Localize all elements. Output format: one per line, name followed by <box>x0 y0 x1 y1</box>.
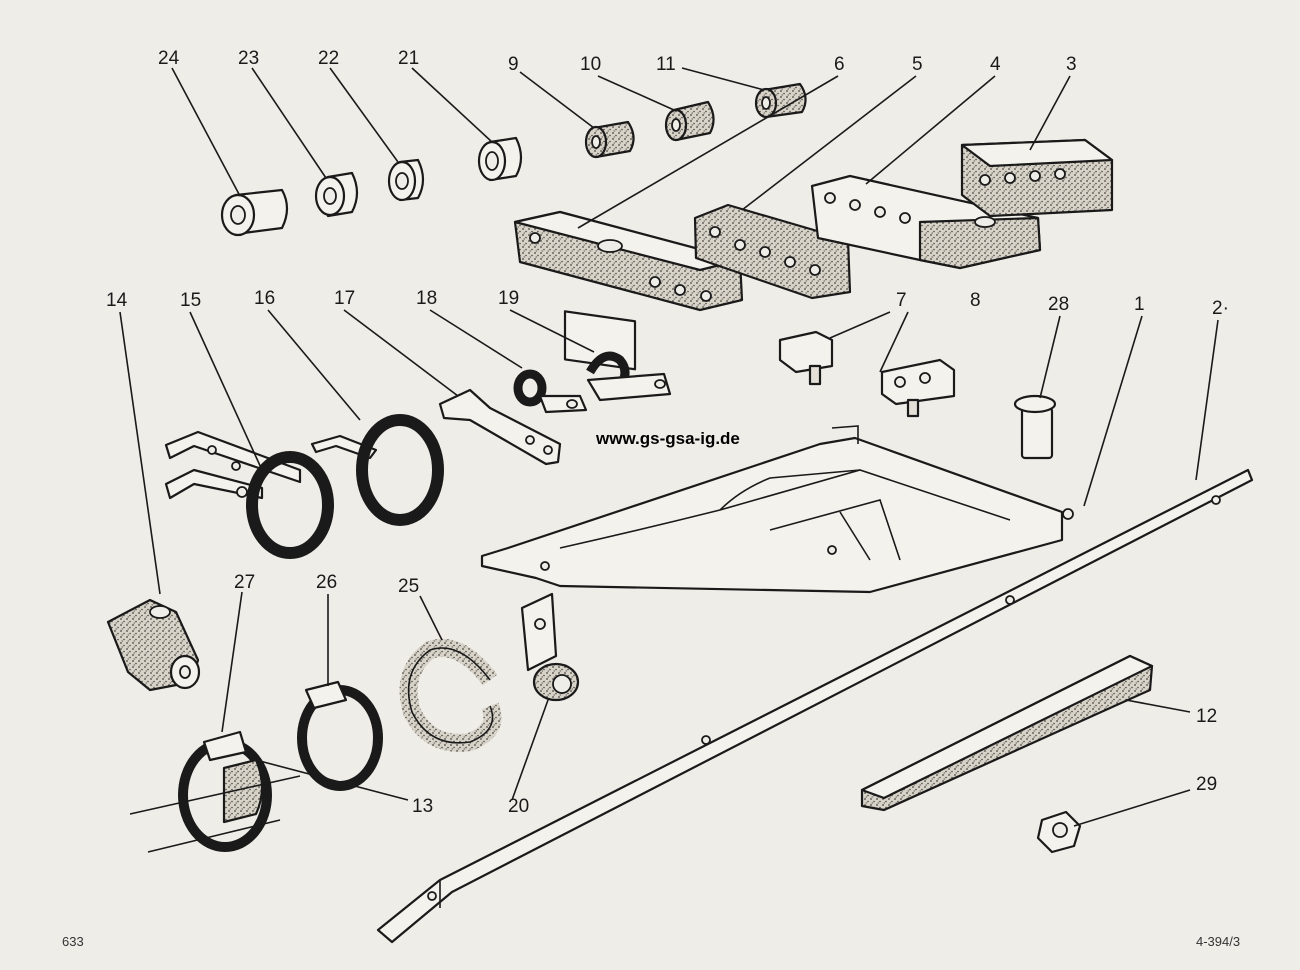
spacer-21-icon <box>477 136 523 182</box>
label-part-7: 7 <box>896 290 907 311</box>
label-part-14: 14 <box>106 290 128 311</box>
label-part-5: 5 <box>912 54 923 75</box>
spacer-22-icon <box>387 158 425 202</box>
bushing-9-icon <box>584 120 635 159</box>
label-part-23: 23 <box>238 48 259 69</box>
clamp-16-icon <box>310 414 444 526</box>
label-part-6: 6 <box>834 54 845 75</box>
bushing-11-icon <box>754 82 807 119</box>
label-part-9: 9 <box>508 54 519 75</box>
clamp-18-icon <box>513 369 588 414</box>
clip-8-icon <box>880 358 956 418</box>
sleeve-28-icon <box>1013 394 1057 460</box>
website-url: www.gs-gsa-ig.de <box>595 429 740 448</box>
label-part-3: 3 <box>1066 54 1077 75</box>
label-part-28: 28 <box>1048 294 1069 315</box>
figure-code: 4-394/3 <box>1196 934 1240 949</box>
clamp-15-icon <box>164 430 334 559</box>
label-part-18: 18 <box>416 288 437 309</box>
label-part-10: 10 <box>580 54 601 75</box>
label-part-15: 15 <box>180 290 201 311</box>
rail-2-icon <box>376 468 1254 944</box>
rubber-strip-12-icon <box>860 654 1154 812</box>
leader-lines <box>119 67 1219 853</box>
label-part-11: 11 <box>656 54 676 75</box>
snap-ring-25-icon <box>399 639 502 752</box>
label-part-20: 20 <box>508 796 529 817</box>
label-part-17: 17 <box>334 288 355 309</box>
label-part-24: 24 <box>158 48 180 69</box>
label-part-13: 13 <box>412 796 433 817</box>
label-part-4: 4 <box>990 54 1001 75</box>
label-part-27: 27 <box>234 572 255 593</box>
page-number: 633 <box>62 934 84 949</box>
hose-clamp-26-icon <box>297 680 383 791</box>
cable-holder-5-icon <box>693 203 852 300</box>
spacer-24-icon <box>220 188 289 237</box>
label-part-21: 21 <box>398 48 419 69</box>
nut-29-icon <box>1036 810 1082 854</box>
mount-14-icon <box>106 598 201 692</box>
clamp-17-icon <box>438 388 562 466</box>
mounting-plate-icon <box>480 425 1074 594</box>
label-part-22: 22 <box>318 48 339 69</box>
bushing-10-icon <box>664 100 715 142</box>
label-part-8: 8 <box>970 290 981 311</box>
label-part-29: 29 <box>1196 774 1217 795</box>
label-part-1: 1 <box>1134 294 1145 315</box>
spacer-23-icon <box>314 171 359 218</box>
label-part-19: 19 <box>498 288 519 309</box>
label-part-25: 25 <box>398 576 419 597</box>
hose-clamp-27-icon <box>178 730 272 852</box>
label-part-2: 2· <box>1212 298 1229 319</box>
label-part-26: 26 <box>316 572 337 593</box>
label-part-16: 16 <box>254 288 275 309</box>
cable-holder-3-icon <box>960 138 1114 218</box>
clip-7-icon <box>778 330 834 386</box>
cable-holder-4-icon <box>810 174 1042 270</box>
label-part-12: 12 <box>1196 706 1217 727</box>
clamp-19-icon <box>586 351 672 402</box>
support-20-icon <box>520 592 580 702</box>
